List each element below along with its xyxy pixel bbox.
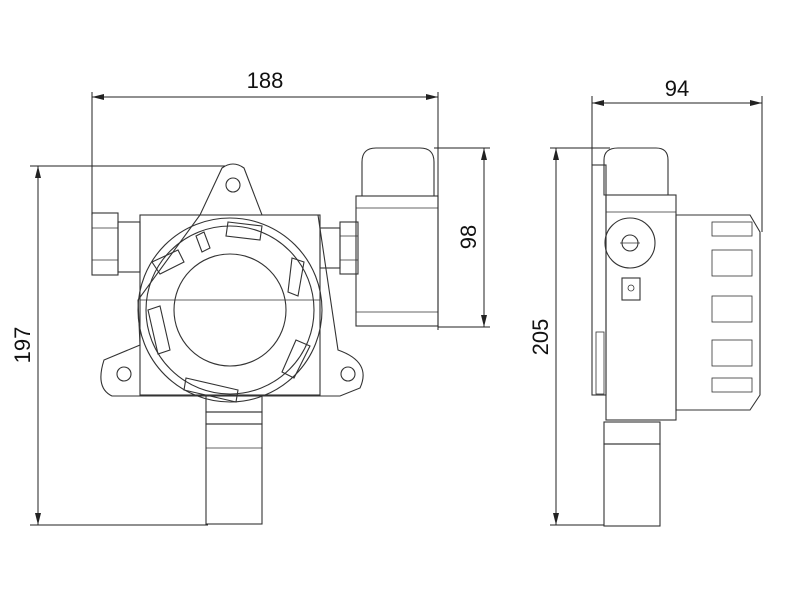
side-sensor-nut bbox=[603, 421, 661, 445]
bezel-slot-3 bbox=[287, 257, 305, 297]
dim-label-197: 197 bbox=[10, 327, 35, 364]
top-sensor-cap bbox=[361, 147, 435, 197]
dimension-lines bbox=[30, 92, 763, 526]
front-cover-outer bbox=[137, 217, 323, 403]
side-view bbox=[591, 147, 761, 527]
mount-hole-right bbox=[340, 366, 356, 382]
dim-label-205: 205 bbox=[528, 319, 553, 356]
dim-label-98: 98 bbox=[456, 225, 481, 249]
bezel-slot-5 bbox=[183, 377, 239, 403]
side-body bbox=[605, 194, 677, 421]
bezel-slot-4 bbox=[281, 339, 311, 379]
mount-hole-top bbox=[225, 177, 241, 193]
bezel-slot-1 bbox=[195, 231, 211, 253]
side-cover-fins bbox=[675, 214, 761, 411]
display-window bbox=[173, 253, 287, 367]
housing-body bbox=[139, 214, 321, 396]
bezel-slot-2 bbox=[225, 221, 263, 241]
bezel-slot-7 bbox=[151, 249, 185, 275]
right-connector-nut bbox=[339, 221, 359, 275]
cable-gland-nut bbox=[91, 212, 119, 276]
front-cover-ring bbox=[145, 225, 315, 395]
mounting-flange bbox=[100, 163, 364, 397]
top-sensor-body bbox=[355, 195, 439, 327]
mount-hole-left bbox=[116, 366, 132, 382]
sensor-thread bbox=[205, 411, 263, 425]
side-top-cap bbox=[603, 147, 669, 196]
front-view bbox=[91, 147, 439, 525]
side-gland bbox=[604, 217, 656, 269]
dim-label-94: 94 bbox=[665, 76, 689, 101]
bezel-slot-6 bbox=[147, 305, 171, 355]
dim-label-188: 188 bbox=[247, 68, 284, 93]
sensor-body bbox=[205, 423, 263, 525]
side-sensor-body bbox=[603, 443, 661, 527]
cable-gland-neck bbox=[117, 221, 141, 273]
